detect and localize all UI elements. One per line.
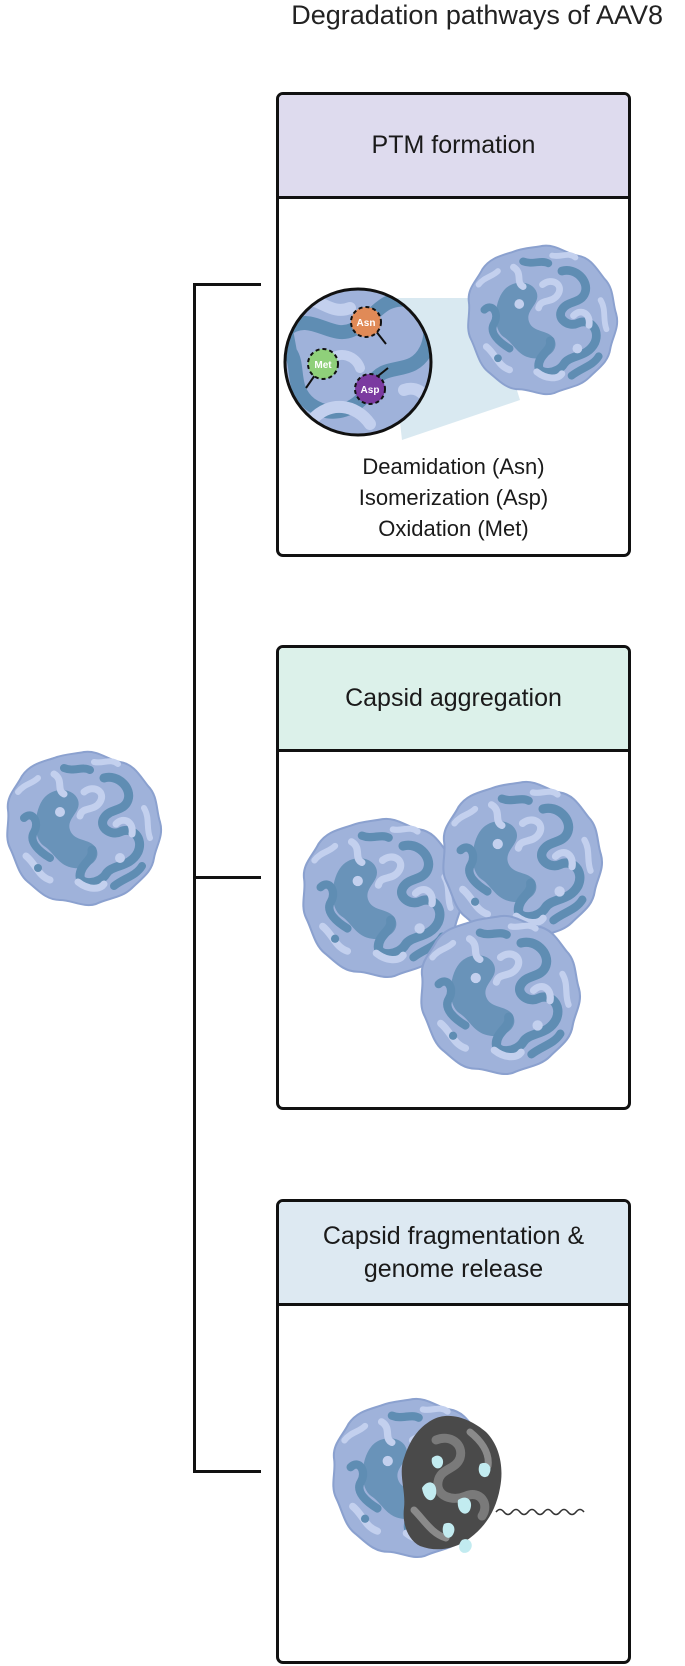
svg-text:Asp: Asp — [361, 385, 380, 396]
svg-text:Asn: Asn — [357, 318, 376, 329]
ptm-capsid — [468, 246, 617, 395]
aggregate-capsid-bottom — [421, 916, 580, 1074]
genome-strand — [496, 1510, 584, 1515]
svg-text:Met: Met — [314, 360, 332, 371]
intact-capsid-left — [7, 752, 161, 905]
capsid-fragment — [402, 1416, 502, 1553]
aggregate-capsid-right — [443, 782, 602, 940]
